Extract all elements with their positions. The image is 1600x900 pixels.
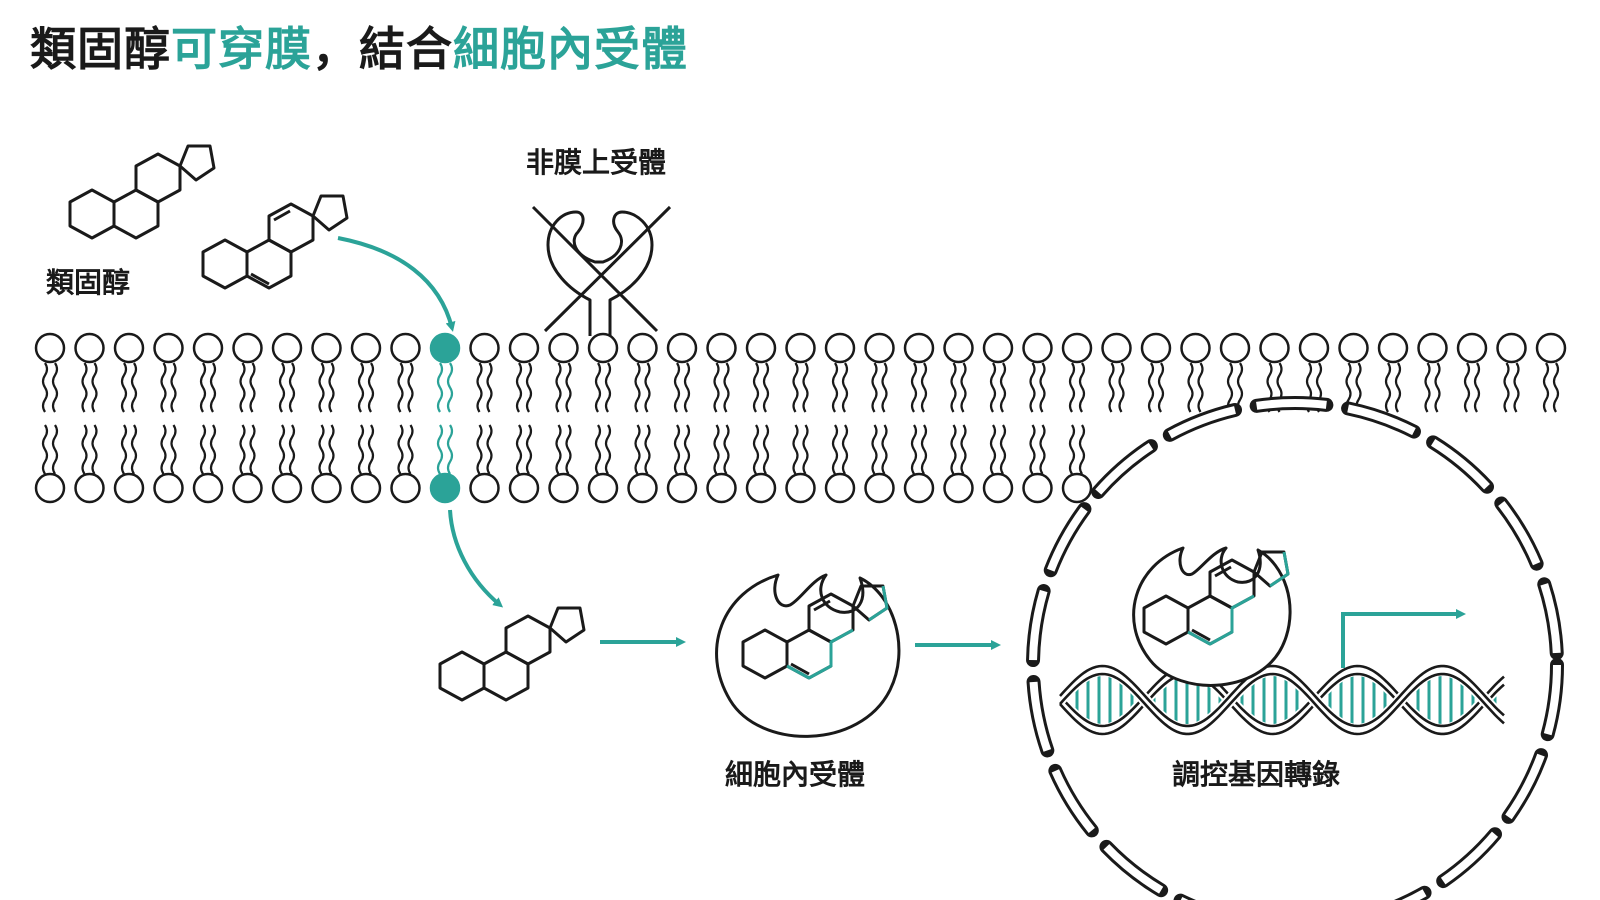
phospholipid-head (943, 472, 974, 504)
phospholipid-head (271, 472, 303, 504)
phospholipid-head (192, 472, 224, 504)
dna-strand (1059, 664, 1505, 728)
phospholipid-head (350, 332, 382, 364)
intracellular-receptor-complex (715, 573, 901, 738)
phospholipid-head (74, 472, 105, 504)
phospholipid-head (469, 332, 500, 364)
phospholipid-head (903, 472, 935, 504)
phospholipid-head (429, 472, 461, 504)
phospholipid-head (1417, 332, 1448, 364)
steroid-molecule-unsaturated (201, 194, 349, 290)
phospholipid-head (34, 472, 66, 504)
phospholipid-head (548, 332, 579, 364)
phospholipid-head (785, 332, 816, 364)
intracellular-receptor-label: 細胞內受體 (725, 758, 866, 791)
phospholipid-head (785, 472, 816, 504)
phospholipid-head (1022, 332, 1053, 364)
dna-double-helix (1055, 663, 1508, 737)
receptor-on-dna (1132, 546, 1292, 687)
phospholipid-head (508, 472, 540, 504)
phospholipid-head (627, 332, 658, 364)
phospholipid-head (706, 332, 737, 364)
phospholipid-head (350, 472, 382, 504)
dna-strand (1059, 672, 1505, 736)
phospholipid-head (34, 332, 66, 364)
phospholipid-head (1022, 472, 1053, 504)
phospholipid-head (706, 472, 737, 504)
membrane-receptor-crossed (531, 205, 672, 336)
phospholipid-head (745, 332, 777, 364)
page-title: 類固醇可穿膜，結合細胞內受體 (30, 22, 688, 77)
phospholipid-head (587, 332, 619, 364)
phospholipid-head (587, 472, 619, 504)
membrane-to-cytoplasm-arrow (448, 509, 504, 608)
title-part-steroid: 類固醇 (30, 22, 171, 76)
phospholipid-head (1456, 332, 1488, 364)
phospholipid-head (1180, 332, 1211, 364)
phospholipid-head (469, 472, 500, 504)
phospholipid-head (1535, 332, 1567, 364)
phospholipid-head (1496, 332, 1527, 364)
phospholipid-head (1140, 332, 1172, 364)
phospholipid-head (864, 472, 895, 504)
phospholipid-head (824, 332, 856, 364)
phospholipid-head (153, 332, 184, 364)
phospholipid-head (192, 332, 224, 364)
steroid-to-membrane-arrow (337, 236, 456, 332)
phospholipid-head (113, 332, 145, 364)
phospholipid-head (1259, 332, 1290, 364)
phospholipid-head (666, 332, 698, 364)
phospholipid-head (1061, 332, 1093, 364)
dna-strand (1059, 672, 1505, 736)
dna-strand (1059, 664, 1505, 728)
cell-membrane-bilayer (34, 332, 1567, 504)
phospholipid-head (627, 472, 658, 504)
phospholipid-head (1061, 472, 1093, 504)
steroid-molecule-cytoplasm (438, 606, 586, 702)
phospholipid-head (824, 472, 856, 504)
phospholipid-head (232, 332, 263, 364)
nucleus-envelope-inner (1029, 399, 1561, 900)
phospholipid-head (311, 472, 342, 504)
phospholipid-head (1377, 332, 1409, 364)
transcription-start-arrow (1341, 609, 1466, 668)
phospholipid-head (271, 332, 303, 364)
phospholipid-head (429, 332, 461, 364)
phospholipid-head (232, 472, 263, 504)
phospholipid-head (74, 332, 105, 364)
phospholipid-head (1219, 332, 1251, 364)
non-membrane-receptor-label: 非膜上受體 (526, 146, 667, 179)
phospholipid-head (1298, 332, 1330, 364)
steroid-label: 類固醇 (46, 266, 131, 299)
phospholipid-head (666, 472, 698, 504)
phospholipid-head (508, 332, 540, 364)
steroid-molecule-saturated (68, 144, 216, 240)
phospholipid-head (548, 472, 579, 504)
gene-regulation-label: 調控基因轉錄 (1172, 758, 1341, 791)
phospholipid-head (982, 472, 1014, 504)
phospholipid-head (113, 472, 145, 504)
phospholipid-head (153, 472, 184, 504)
phospholipid-head (311, 332, 342, 364)
title-part-intracellular-receptor: 細胞內受體 (453, 22, 688, 76)
phospholipid-head (864, 332, 895, 364)
phospholipid-head (1101, 332, 1132, 364)
title-part-binds: ，結合 (312, 22, 453, 76)
phospholipid-head (903, 332, 935, 364)
phospholipid-head (390, 332, 421, 364)
title-part-crosses-membrane: 可穿膜 (171, 22, 312, 76)
phospholipid-head (390, 472, 421, 504)
phospholipid-head (982, 332, 1014, 364)
phospholipid-head (943, 332, 974, 364)
phospholipid-head (745, 472, 777, 504)
phospholipid-head (1338, 332, 1369, 364)
